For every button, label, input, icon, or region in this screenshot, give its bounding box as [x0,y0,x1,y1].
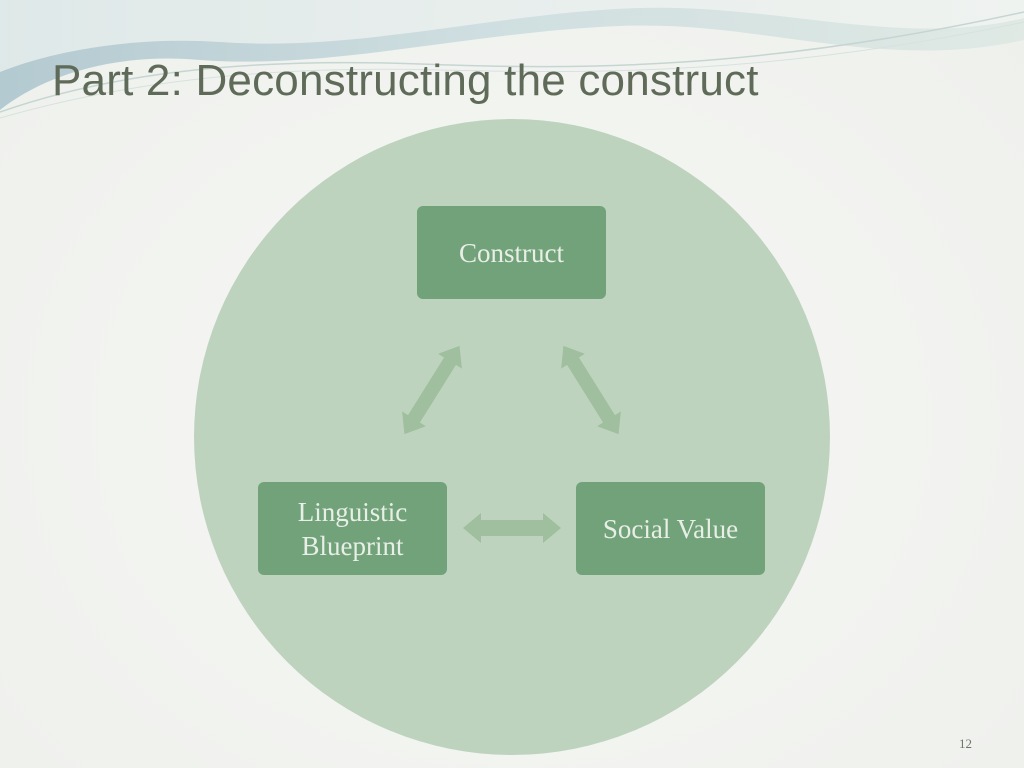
header-wave-decoration [0,0,1024,119]
node-social-value: Social Value [576,482,765,575]
node-construct-label: Construct [459,237,564,268]
page-number: 12 [959,736,972,751]
arrow-construct-social [561,345,621,435]
background-circle [194,119,830,755]
slide-title: Part 2: Deconstructing the construct [52,56,759,105]
node-linguistic-blueprint: Linguistic Blueprint [258,482,447,575]
node-linguistic-blueprint-label: Linguistic Blueprint [297,496,408,561]
arrow-construct-linguistic [402,345,462,435]
arrow-linguistic-social [463,513,561,543]
node-social-value-label: Social Value [602,513,739,544]
node-construct: Construct [417,206,606,299]
